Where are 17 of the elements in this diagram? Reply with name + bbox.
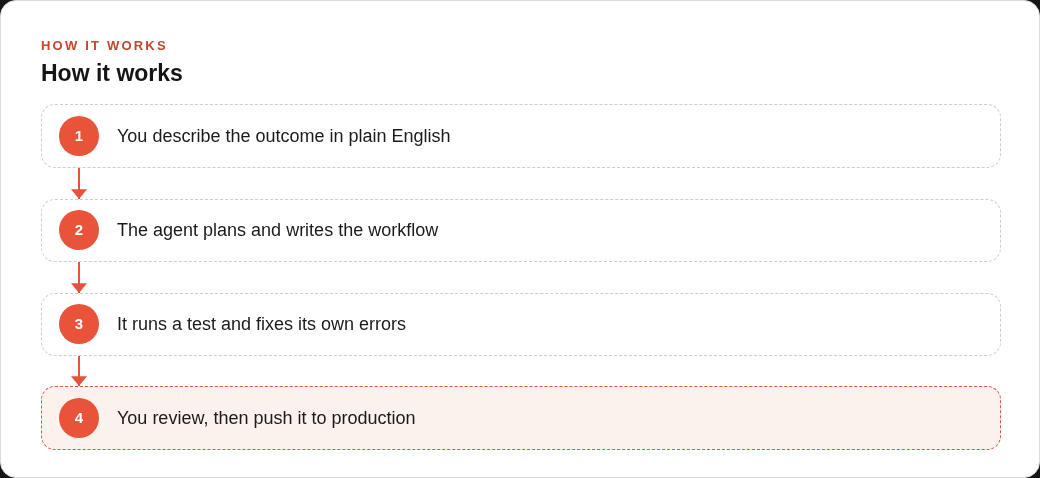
- step-box: [41, 293, 1001, 356]
- step-number: 3: [59, 304, 99, 344]
- arrow: [71, 261, 87, 294]
- eyebrow-label: HOW IT WORKS: [41, 38, 168, 54]
- arrow: [71, 355, 87, 387]
- step-number: 4: [59, 398, 99, 438]
- step-number: 2: [59, 210, 99, 250]
- step-number: 1: [59, 116, 99, 156]
- step-text: It runs a test and fixes its own errors: [117, 313, 407, 335]
- step-box: [41, 104, 1001, 168]
- step-text: You describe the outcome in plain English: [117, 125, 451, 147]
- heading: How it works: [41, 59, 183, 87]
- step-box: [41, 199, 1001, 262]
- step-text: You review, then push it to production: [117, 407, 416, 429]
- arrow: [71, 167, 87, 200]
- step-text: The agent plans and writes the workflow: [117, 219, 439, 241]
- highlighted-step-box: [41, 386, 1001, 450]
